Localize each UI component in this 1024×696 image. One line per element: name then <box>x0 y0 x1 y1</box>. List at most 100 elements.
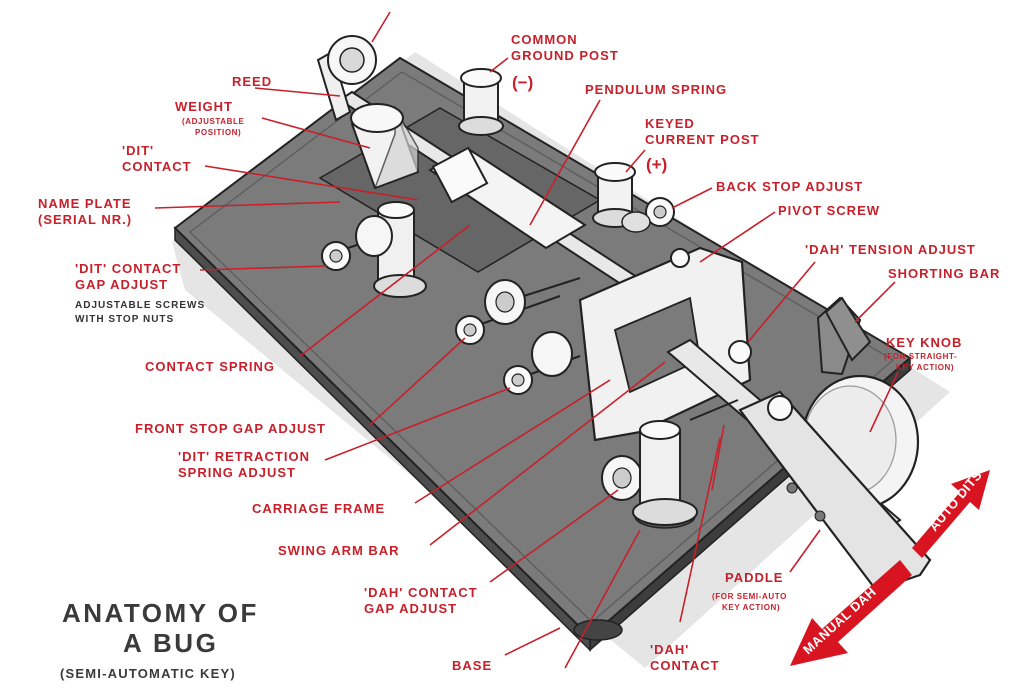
label-weight-sub1: (ADJUSTABLE <box>182 117 245 126</box>
shorting-bar-screw <box>767 395 793 421</box>
title-line-1: ANATOMY OF <box>62 598 259 628</box>
ground-post-top <box>460 68 502 88</box>
leader-base <box>504 627 561 656</box>
leader-swing-arm <box>429 361 666 546</box>
pivot-screw <box>670 248 690 268</box>
label-front-stop: FRONT STOP GAP ADJUST <box>135 421 326 436</box>
leader-key-knob <box>869 371 899 433</box>
label-keyed-sign: (+) <box>646 155 667 174</box>
label-weight: WEIGHT <box>175 99 233 114</box>
dah-tension-knob <box>728 340 752 364</box>
label-back-stop: BACK STOP ADJUST <box>716 179 863 194</box>
label-keyed-1: KEYED <box>645 116 695 131</box>
label-screws-note-2: WITH STOP NUTS <box>75 314 174 325</box>
paddle-rivet-2 <box>814 510 826 522</box>
bug-key-illustration <box>172 35 950 668</box>
leader-ground-post <box>489 57 509 73</box>
label-dit-contact-1: 'DIT' <box>122 143 154 158</box>
label-key-knob-sub2: KEY ACTION) <box>896 363 954 372</box>
label-paddle: PADDLE <box>725 570 783 585</box>
leader-shorting-bar <box>854 281 896 323</box>
leader-dah-gap <box>489 489 619 583</box>
label-reed: REED <box>232 74 272 89</box>
leader-dah-contact-2 <box>711 424 725 491</box>
retraction-knob <box>503 331 581 395</box>
label-dah-gap-1: 'DAH' CONTACT <box>364 585 478 600</box>
leader-dah-tension <box>747 261 816 343</box>
leader-dit-gap <box>199 265 327 271</box>
label-paddle-sub2: KEY ACTION) <box>722 603 780 612</box>
label-base: BASE <box>452 658 492 673</box>
ground-post-base <box>458 116 504 136</box>
dit-contact-post-ring <box>355 215 393 257</box>
label-key-knob: KEY KNOB <box>886 335 962 350</box>
dah-contact-post-top <box>639 420 681 440</box>
leader-weight <box>261 117 371 149</box>
leader-front-stop <box>369 337 466 426</box>
spring-block <box>431 146 489 204</box>
label-shorting-bar: SHORTING BAR <box>888 266 1000 281</box>
label-screws-note-1: ADJUSTABLE SCREWS <box>75 300 205 311</box>
leader-retraction <box>324 387 511 461</box>
label-dah-contact-2: CONTACT <box>650 658 720 673</box>
paddle-rivet-1 <box>786 482 798 494</box>
paddle-arm <box>738 390 932 592</box>
leader-pendulum-spring <box>529 99 601 226</box>
label-swing-arm: SWING ARM BAR <box>278 543 400 558</box>
label-name-plate-2: (SERIAL NR.) <box>38 212 132 227</box>
leader-base-2 <box>564 529 641 669</box>
dit-contact-post-top <box>377 201 415 219</box>
title-line-2: A BUG <box>123 628 218 658</box>
label-ground-sign: (−) <box>512 73 533 92</box>
leader-current-post <box>625 149 646 173</box>
title-subtitle: (SEMI-AUTOMATIC KEY) <box>60 666 236 681</box>
label-name-plate-1: NAME PLATE <box>38 196 132 211</box>
weight-top <box>350 103 404 133</box>
leader-name-plate <box>154 201 341 209</box>
manual-dah-arrow: MANUAL DAH <box>790 560 912 666</box>
contact-spring-knob <box>484 277 581 325</box>
label-contact-spring: CONTACT SPRING <box>145 359 275 374</box>
leader-back-stop <box>671 187 713 209</box>
leader-pivot <box>699 211 776 263</box>
label-key-knob-sub1: (FOR STRAIGHT- <box>884 352 957 361</box>
leader-lines <box>154 11 899 669</box>
label-pivot-screw: PIVOT SCREW <box>778 203 880 218</box>
label-carriage-frame: CARRIAGE FRAME <box>252 501 385 516</box>
label-common-ground-1: COMMON <box>511 32 578 47</box>
leader-reed <box>254 87 341 97</box>
dit-contact-post-base <box>373 274 427 298</box>
back-stop-nut <box>621 211 651 233</box>
back-stop-knob-inner <box>653 205 667 219</box>
dah-gap-knob-inner <box>612 467 632 489</box>
label-common-ground-2: GROUND POST <box>511 48 619 63</box>
label-pendulum-spring: PENDULUM SPRING <box>585 82 727 97</box>
dah-contact-post <box>639 429 681 511</box>
label-retraction-2: SPRING ADJUST <box>178 465 296 480</box>
dah-contact-screw <box>689 399 739 421</box>
leader-dit-contact <box>204 165 419 201</box>
reed-loop-inner <box>339 47 365 73</box>
leader-carriage <box>414 379 611 504</box>
dit-gap-knob-inner <box>329 249 343 263</box>
leader-contact-spring <box>299 224 471 357</box>
weight-block-side <box>373 105 419 190</box>
front-stop-knob <box>455 295 561 345</box>
label-dit-contact-2: CONTACT <box>122 159 192 174</box>
current-post-top <box>594 162 636 182</box>
label-dit-gap-1: 'DIT' CONTACT <box>75 261 181 276</box>
base-plate-edge <box>189 71 895 623</box>
shorting-bar-lever <box>824 296 872 362</box>
leader-dah-contact <box>679 437 721 623</box>
label-keyed-2: CURRENT POST <box>645 132 760 147</box>
label-dah-tension: 'DAH' TENSION ADJUST <box>805 242 976 257</box>
dah-contact-post-base <box>632 498 698 526</box>
reed-blade <box>316 50 352 122</box>
label-dah-gap-2: GAP ADJUST <box>364 601 457 616</box>
label-weight-sub2: POSITION) <box>195 128 241 137</box>
part-labels: COMMON GROUND POST (−) REED WEIGHT (ADJU… <box>38 32 1000 673</box>
label-retraction-1: 'DIT' RETRACTION <box>178 449 310 464</box>
label-dah-contact-1: 'DAH' <box>650 642 689 657</box>
